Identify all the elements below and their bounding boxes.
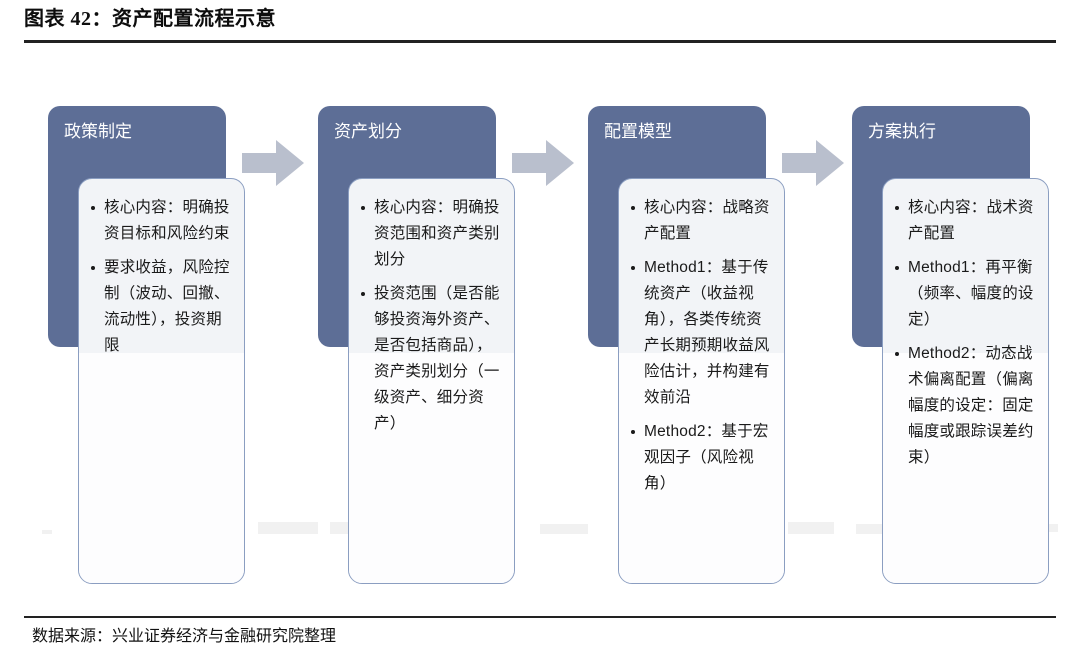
title-divider bbox=[24, 40, 1056, 43]
title-block: 图表 42：资产配置流程示意 bbox=[24, 6, 1056, 43]
flow-stage-2[interactable]: 资产划分 核心内容：明确投资范围和资产类别划分 投资范围（是否能够投资海外资产、… bbox=[318, 106, 524, 596]
stage-title-3: 配置模型 bbox=[604, 122, 672, 141]
flow-diagram: 政策制定 核心内容：明确投资目标和风险约束 要求收益，风险控制（波动、回撤、流动… bbox=[0, 44, 1080, 610]
stage-body-2: 核心内容：明确投资范围和资产类别划分 投资范围（是否能够投资海外资产、是否包括商… bbox=[348, 178, 515, 584]
stage-bullet-list-3: 核心内容：战略资产配置 Method1：基于传统资产（收益视角），各类传统资产长… bbox=[625, 195, 774, 497]
watermark-shape bbox=[540, 524, 588, 534]
watermark-shape bbox=[788, 522, 834, 534]
list-item: 要求收益，风险控制（波动、回撤、流动性），投资期限 bbox=[85, 255, 234, 359]
list-item: 核心内容：战略资产配置 bbox=[625, 195, 774, 247]
stage-bullet-list-1: 核心内容：明确投资目标和风险约束 要求收益，风险控制（波动、回撤、流动性），投资… bbox=[85, 195, 234, 359]
footer-divider bbox=[24, 616, 1056, 618]
flow-stage-3[interactable]: 配置模型 核心内容：战略资产配置 Method1：基于传统资产（收益视角），各类… bbox=[588, 106, 794, 596]
stage-body-3: 核心内容：战略资产配置 Method1：基于传统资产（收益视角），各类传统资产长… bbox=[618, 178, 785, 584]
flow-stage-1[interactable]: 政策制定 核心内容：明确投资目标和风险约束 要求收益，风险控制（波动、回撤、流动… bbox=[48, 106, 254, 596]
arrow-right-icon bbox=[512, 140, 574, 186]
list-item: 核心内容：明确投资范围和资产类别划分 bbox=[355, 195, 504, 273]
arrow-right-icon bbox=[242, 140, 304, 186]
arrow-right-icon bbox=[782, 140, 844, 186]
list-item: 核心内容：明确投资目标和风险约束 bbox=[85, 195, 234, 247]
list-item: Method1：再平衡（频率、幅度的设定） bbox=[889, 255, 1038, 333]
source-note: 数据来源：兴业证券经济与金融研究院整理 bbox=[32, 628, 337, 645]
stage-body-4: 核心内容：战术资产配置 Method1：再平衡（频率、幅度的设定） Method… bbox=[882, 178, 1049, 584]
stage-body-1: 核心内容：明确投资目标和风险约束 要求收益，风险控制（波动、回撤、流动性），投资… bbox=[78, 178, 245, 584]
page-title: 图表 42：资产配置流程示意 bbox=[24, 8, 276, 30]
flow-stage-4[interactable]: 方案执行 核心内容：战术资产配置 Method1：再平衡（频率、幅度的设定） M… bbox=[852, 106, 1058, 596]
stage-bullet-list-4: 核心内容：战术资产配置 Method1：再平衡（频率、幅度的设定） Method… bbox=[889, 195, 1038, 471]
list-item: 投资范围（是否能够投资海外资产、是否包括商品），资产类别划分（一级资产、细分资产… bbox=[355, 281, 504, 437]
stage-title-4: 方案执行 bbox=[868, 122, 936, 141]
watermark-shape bbox=[258, 522, 318, 534]
list-item: Method2：动态战术偏离配置（偏离幅度的设定：固定幅度或跟踪误差约束） bbox=[889, 341, 1038, 471]
stage-bullet-list-2: 核心内容：明确投资范围和资产类别划分 投资范围（是否能够投资海外资产、是否包括商… bbox=[355, 195, 504, 437]
stage-title-2: 资产划分 bbox=[334, 122, 402, 141]
list-item: Method1：基于传统资产（收益视角），各类传统资产长期预期收益风险估计，并构… bbox=[625, 255, 774, 411]
list-item: 核心内容：战术资产配置 bbox=[889, 195, 1038, 247]
list-item: Method2：基于宏观因子（风险视角） bbox=[625, 419, 774, 497]
stage-title-1: 政策制定 bbox=[64, 122, 132, 141]
